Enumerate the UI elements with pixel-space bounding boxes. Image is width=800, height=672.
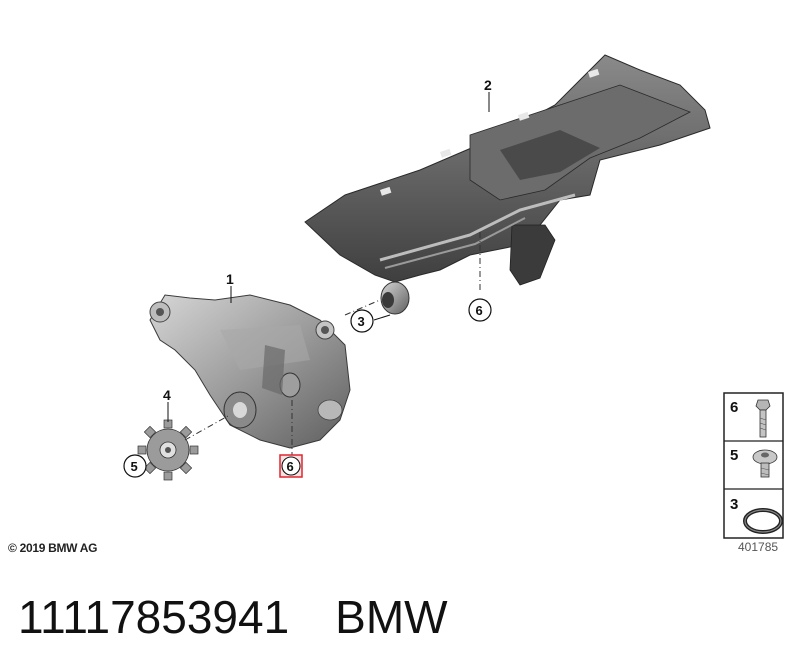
diagram-id: 401785 <box>738 540 779 554</box>
sprocket <box>137 419 199 481</box>
legend-box: 6 5 3 <box>723 392 784 539</box>
callout-2: 2 <box>484 77 492 93</box>
copyright-notice: © 2019 BMW AG <box>8 541 98 555</box>
o-ring-icon <box>743 508 783 534</box>
leader-lines <box>167 92 490 422</box>
assembly-lines <box>184 232 481 455</box>
legend-number-3: 3 <box>730 496 738 513</box>
callout-6-deflector: 6 <box>476 303 483 318</box>
brand-name: BMW <box>335 591 448 643</box>
part-number: 11117853941 <box>18 591 290 643</box>
legend-number-5: 5 <box>730 447 738 464</box>
bolt-icon <box>755 399 771 438</box>
callout-1: 1 <box>226 271 234 287</box>
oil-pump <box>149 294 351 449</box>
callout-3: 3 <box>358 314 365 329</box>
legend-number-6: 6 <box>730 399 738 416</box>
callout-6-pump: 6 <box>287 459 294 474</box>
callout-6-highlighted: 6 <box>279 454 303 478</box>
oil-deflector <box>304 54 711 315</box>
callout-5: 5 <box>131 459 138 474</box>
callout-5-circle: 5 <box>123 454 147 478</box>
callout-4: 4 <box>163 387 171 403</box>
torx-screw-icon <box>752 449 778 478</box>
part-footer: 11117853941 BMW <box>18 590 448 644</box>
callout-3-circle: 3 <box>350 309 374 333</box>
callout-6-deflector-circle: 6 <box>468 298 492 322</box>
